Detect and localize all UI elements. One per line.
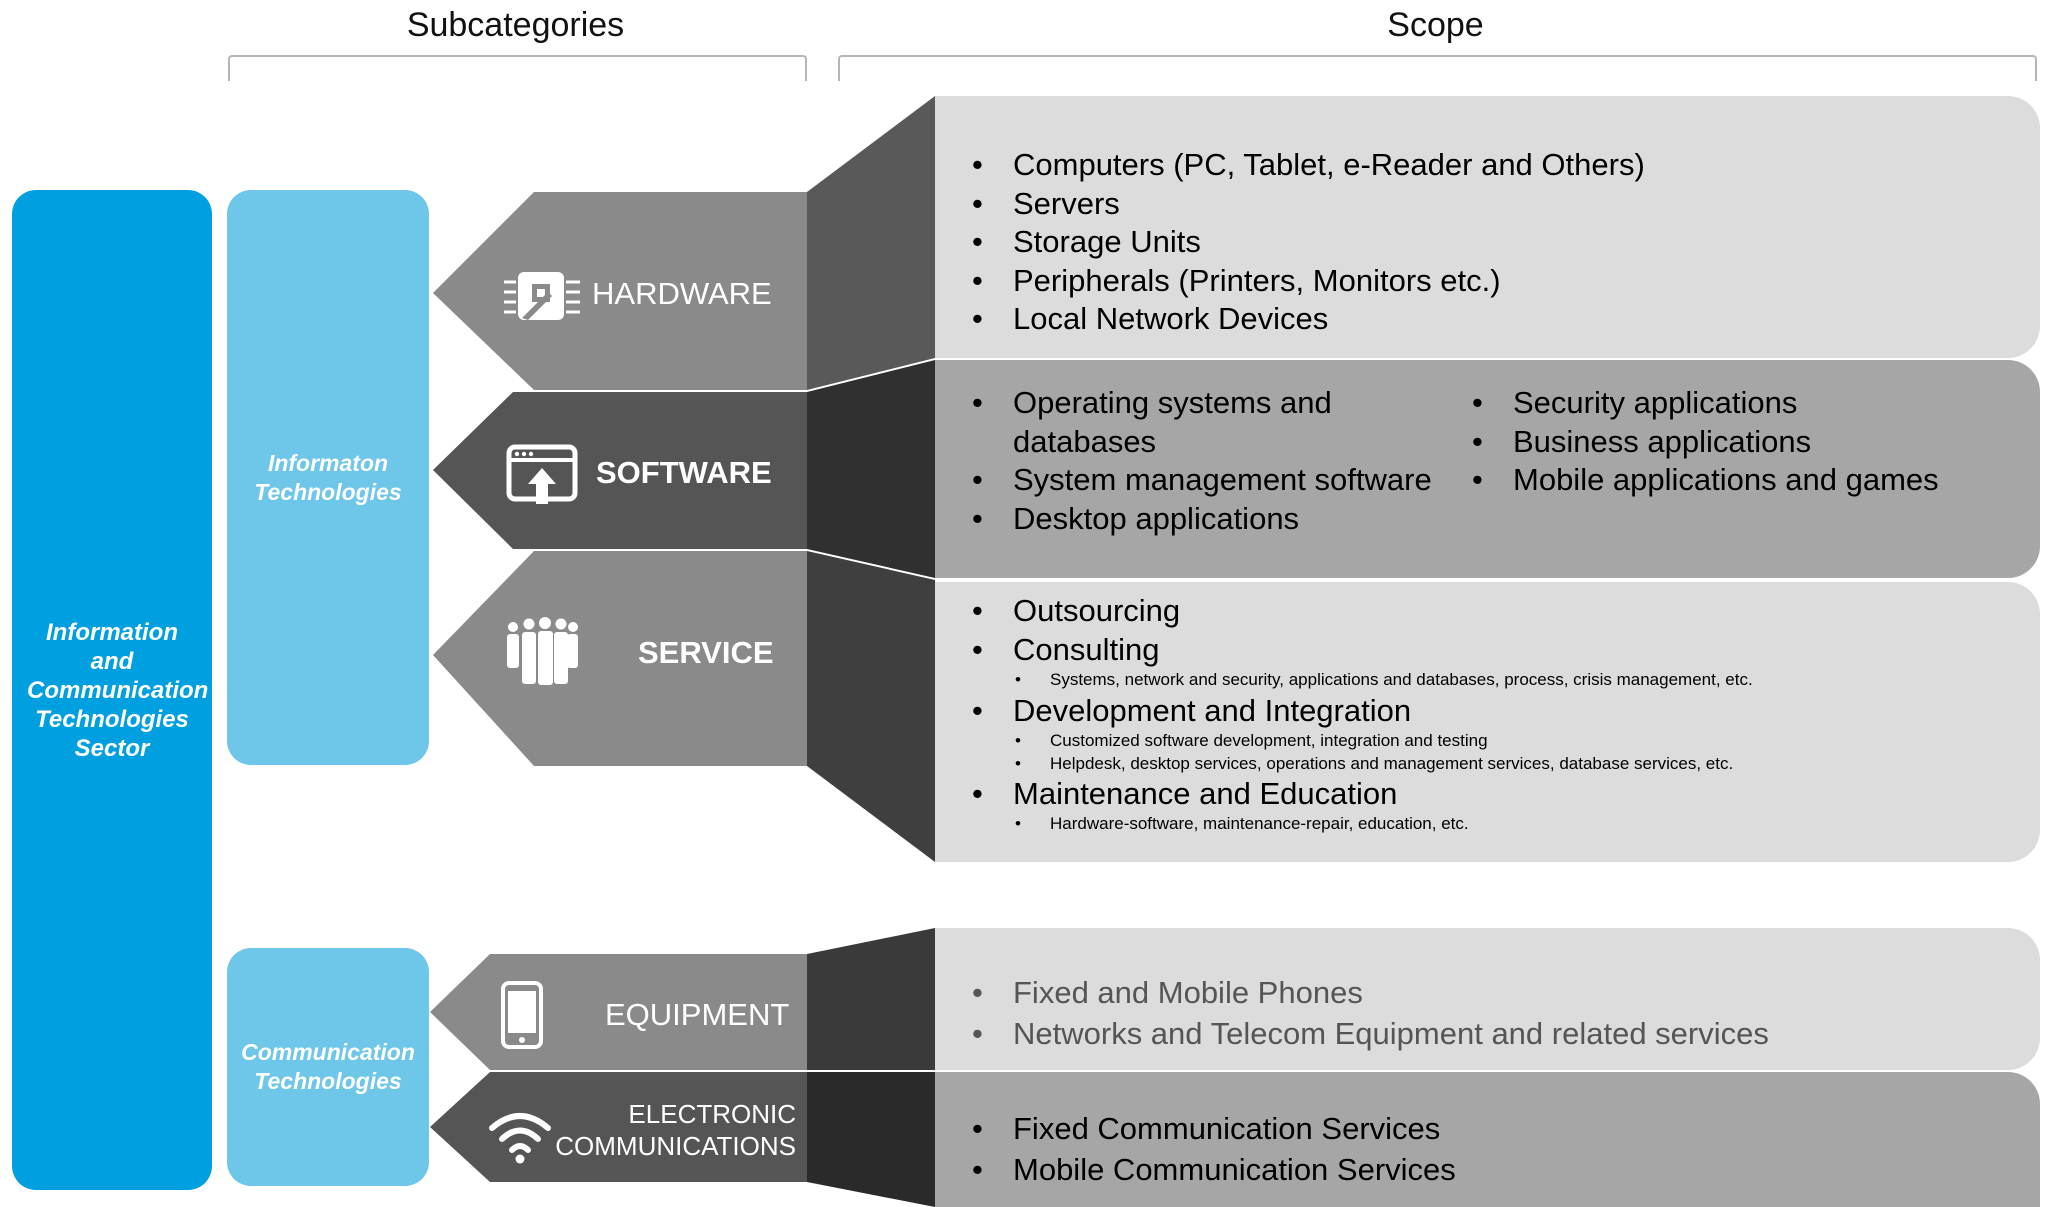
list-item: System management software <box>968 461 1453 500</box>
electronic-label-line1: ELECTRONIC <box>628 1099 796 1129</box>
hardware-label: HARDWARE <box>592 276 772 311</box>
service-connector <box>807 551 935 862</box>
subcategories-header: Subcategories <box>406 6 625 44</box>
equipment-connector <box>807 928 935 1070</box>
list-item: Maintenance and Education <box>968 775 2028 814</box>
list-item: Business applications <box>1468 423 2028 462</box>
list-item: Outsourcing <box>968 592 2028 631</box>
list-item: Security applications <box>1468 384 2028 423</box>
list-subitem: Hardware-software, maintenance-repair, e… <box>968 812 2028 835</box>
mobile-phone-icon <box>501 981 543 1049</box>
software-scope-list-right: Security applications Business applicati… <box>1468 384 2028 500</box>
information-technologies-box: Informaton Technologies <box>227 190 429 765</box>
list-item: Fixed and Mobile Phones <box>968 972 2028 1013</box>
information-technologies-label: Informaton Technologies <box>254 449 402 505</box>
electronic-connector <box>807 1072 935 1207</box>
communication-technologies-box: Communication Technologies <box>227 948 429 1186</box>
hardware-arrow <box>433 192 807 390</box>
list-item: Mobile applications and games <box>1468 461 2028 500</box>
service-label: SERVICE <box>638 635 774 670</box>
communication-technologies-label: Communication Technologies <box>241 1039 415 1094</box>
consulting-heading: Consulting <box>1013 631 1160 667</box>
electronic-scope-list: Fixed Communication Services Mobile Comm… <box>968 1108 2028 1190</box>
equipment-scope-list: Fixed and Mobile Phones Networks and Tel… <box>968 972 2028 1054</box>
maintenance-sub-list: Hardware-software, maintenance-repair, e… <box>968 812 2028 835</box>
maintenance-list: Maintenance and Education <box>968 775 2028 814</box>
list-item: Computers (PC, Tablet, e-Reader and Othe… <box>968 146 1968 185</box>
list-subitem: Helpdesk, desktop services, operations a… <box>968 752 2028 775</box>
list-item: Networks and Telecom Equipment and relat… <box>968 1013 2028 1054</box>
hardware-scope-list: Computers (PC, Tablet, e-Reader and Othe… <box>968 146 1968 339</box>
list-item: Operating systems and databases <box>968 384 1453 461</box>
list-item: Storage Units <box>968 223 1968 262</box>
electronic-label-line2: COMMUNICATIONS <box>555 1131 796 1161</box>
list-item: Peripherals (Printers, Monitors etc.) <box>968 262 1968 301</box>
service-arrow <box>433 551 807 766</box>
ict-sector-box: Information and Communication Technologi… <box>12 190 212 1190</box>
subcategories-bracket <box>228 55 807 81</box>
development-list: Development and Integration <box>968 692 2028 731</box>
consulting-sub-list: Systems, network and security, applicati… <box>968 668 2028 691</box>
list-item: Mobile Communication Services <box>968 1149 2028 1190</box>
list-subitem: Systems, network and security, applicati… <box>968 668 2028 691</box>
list-item: Development and Integration <box>968 692 2028 731</box>
chip-icon <box>504 272 580 320</box>
electronic-arrow <box>430 1072 807 1182</box>
electronic-communications-label: ELECTRONIC COMMUNICATIONS <box>540 1098 796 1162</box>
people-group-icon <box>507 617 578 685</box>
wifi-icon <box>489 1113 551 1164</box>
hardware-connector <box>807 96 935 390</box>
service-scope-list: Outsourcing Consulting <box>968 592 2028 669</box>
software-connector <box>807 360 935 578</box>
scope-bracket <box>838 55 2037 81</box>
software-arrow <box>433 392 807 549</box>
list-item: Local Network Devices <box>968 300 1968 339</box>
list-subitem: Customized software development, integra… <box>968 729 2028 752</box>
upload-window-icon <box>506 444 578 504</box>
equipment-label: EQUIPMENT <box>605 997 790 1032</box>
software-scope-list-left: Operating systems and databases System m… <box>968 384 1453 538</box>
development-sub-list: Customized software development, integra… <box>968 729 2028 775</box>
list-item: Servers <box>968 185 1968 224</box>
list-item: Consulting <box>968 631 2028 670</box>
ict-sector-label: Information and Communication Technologi… <box>27 618 209 762</box>
software-label: SOFTWARE <box>596 455 772 490</box>
list-item: Fixed Communication Services <box>968 1108 2028 1149</box>
scope-header: Scope <box>1387 6 1484 44</box>
list-item: Desktop applications <box>968 500 1453 539</box>
